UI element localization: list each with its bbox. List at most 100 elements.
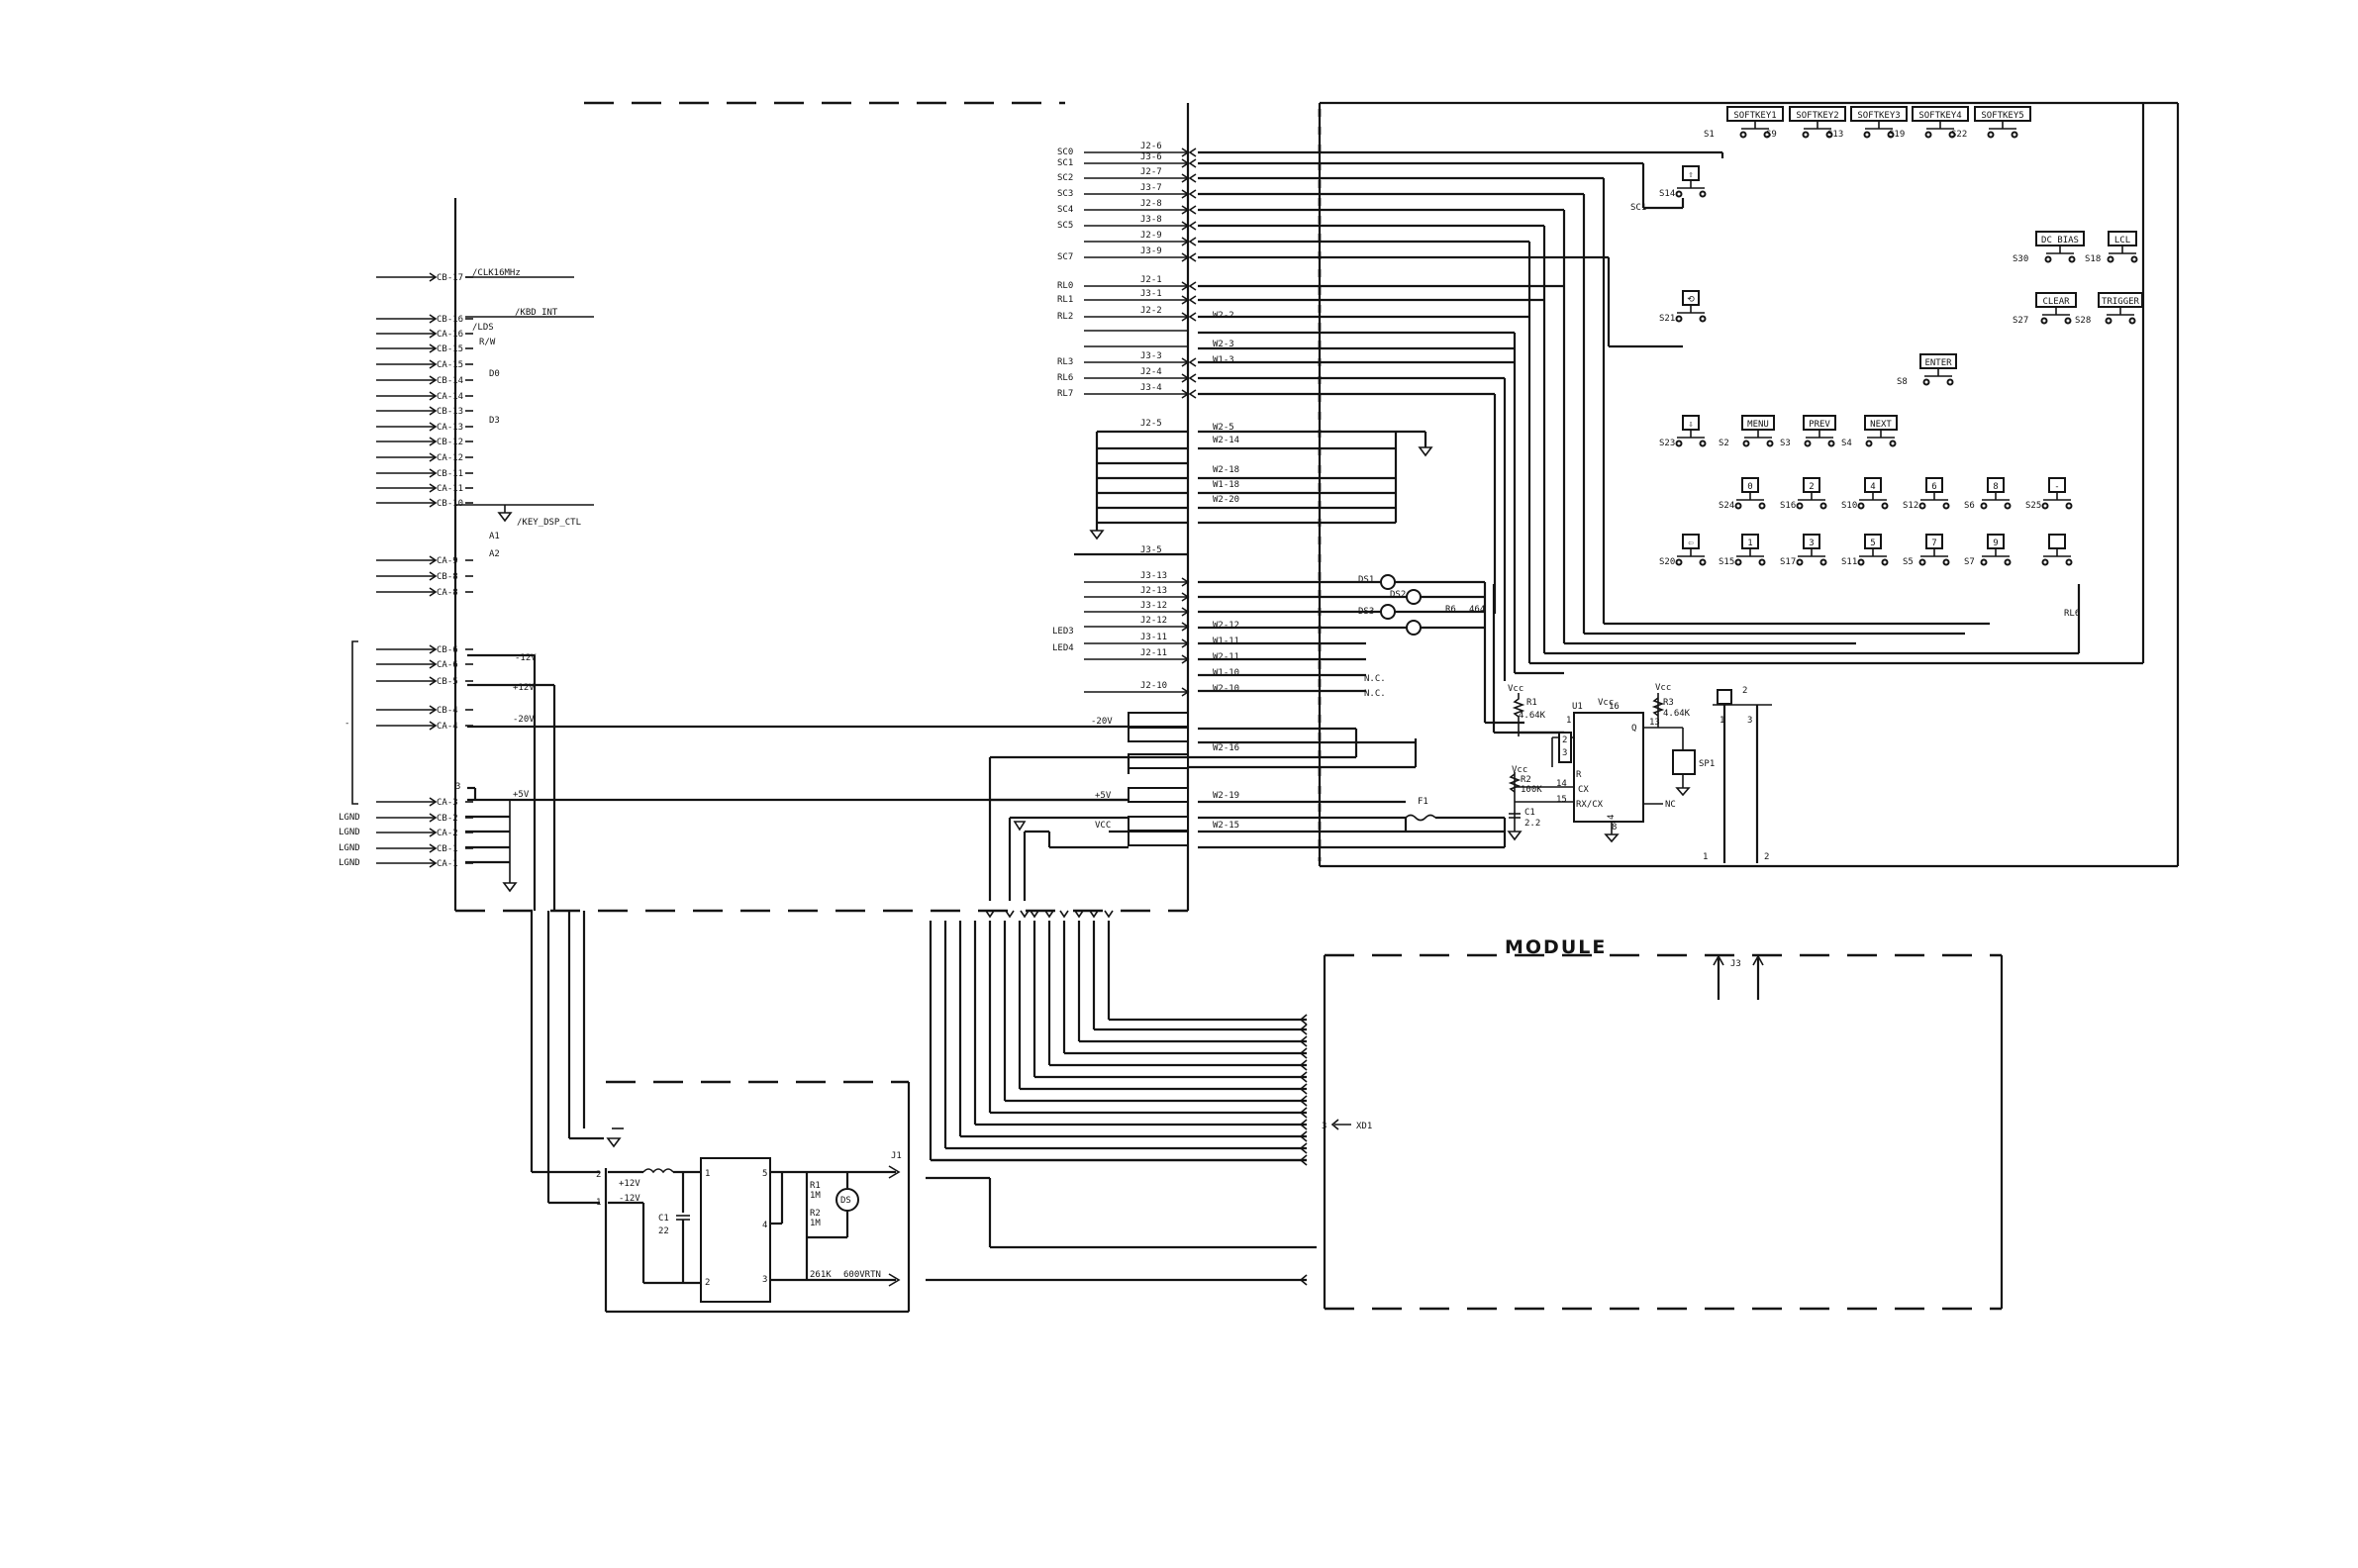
jack-arrow xyxy=(1188,312,1197,322)
r3-label: R3 xyxy=(1663,698,1674,708)
ds-label: DS2 xyxy=(1390,590,1406,600)
ps-r3v: 261K xyxy=(810,1270,832,1280)
pin14: 14 xyxy=(1556,779,1567,789)
vcc-label-2: Vcc xyxy=(1598,698,1614,708)
key-ref: S24 xyxy=(1719,501,1734,511)
key-ref: S23 xyxy=(1659,439,1675,448)
key-switch[interactable]: 7S5 xyxy=(1903,534,1950,567)
w-label: W2-18 xyxy=(1213,465,1239,475)
ps-c1v: 22 xyxy=(658,1226,669,1236)
key-switch[interactable]: ⟲S21 xyxy=(1659,290,1707,324)
left-connector: CB-17CB-16CA-16CB-15CA-15CB-14CA-14CB-13… xyxy=(376,272,574,869)
jack-arrow xyxy=(1181,205,1190,215)
key-label: PREV xyxy=(1809,420,1830,430)
contact xyxy=(1758,502,1766,510)
sc-label: SC2 xyxy=(1057,173,1073,183)
signal-lds: /LDS xyxy=(472,323,494,333)
w-label: W1-10 xyxy=(1213,668,1239,678)
pin15: 15 xyxy=(1556,795,1567,805)
jack-arrow xyxy=(1181,295,1190,305)
power-jack-wires xyxy=(988,727,1507,901)
key-switch[interactable]: 8S6 xyxy=(1964,477,2012,511)
pin-arrow xyxy=(429,644,438,654)
contact xyxy=(1825,131,1833,139)
vcc-label: Vcc xyxy=(1508,684,1523,694)
contact xyxy=(1857,558,1865,566)
jack-label: J3-11 xyxy=(1140,633,1167,642)
timer-section: Vcc R1 4.64K U1 Vcc 16 1 2 3 R 14 CX 15 … xyxy=(1492,584,1772,863)
contact xyxy=(1865,440,1873,447)
ps-rtn: 600VRTN xyxy=(843,1270,881,1280)
contact xyxy=(1699,440,1707,447)
key-ref: S12 xyxy=(1903,501,1918,511)
key-ref: S17 xyxy=(1780,557,1796,567)
signal-m20v: -20V xyxy=(513,715,535,725)
jack-arrow xyxy=(1181,577,1190,587)
contact xyxy=(1980,558,1988,566)
pin1: 1 xyxy=(1566,716,1571,726)
key-ref: S11 xyxy=(1841,557,1857,567)
pin13: 13 xyxy=(1649,718,1660,728)
contact xyxy=(1918,558,1926,566)
key-label: ⇧ xyxy=(1688,170,1693,180)
rl-label: RL1 xyxy=(1057,295,1073,305)
key-ref: S25 xyxy=(2025,501,2041,511)
contact xyxy=(2105,317,2112,325)
module-bus xyxy=(926,910,1317,1286)
jack-label: J2-13 xyxy=(1140,586,1167,596)
key-ref: S13 xyxy=(1827,130,1843,140)
pin-arrow xyxy=(429,468,438,478)
jack-arrow xyxy=(1181,312,1190,322)
bus-arrow xyxy=(1299,1059,1308,1071)
pin-arrow xyxy=(429,843,438,853)
key-ref: S4 xyxy=(1841,439,1852,448)
key-label: 2 xyxy=(1809,482,1814,492)
jack-label: J2-4 xyxy=(1140,367,1162,377)
jack-label: J3-4 xyxy=(1140,383,1162,393)
key-ref: S30 xyxy=(2013,254,2028,264)
key-switch[interactable] xyxy=(2041,534,2073,566)
jack-label: J3-8 xyxy=(1140,215,1162,225)
contact xyxy=(2041,502,2049,510)
keypad-bus-wires xyxy=(1198,103,2145,681)
key-switch[interactable]: -S25 xyxy=(2025,477,2073,511)
jack-arrow xyxy=(1181,221,1190,231)
jack-arrow xyxy=(1188,252,1197,262)
keycap[interactable] xyxy=(2048,534,2066,549)
key-switch[interactable]: ⇦S20 xyxy=(1659,534,1707,567)
key-switch[interactable]: ⇧S14 xyxy=(1659,165,1707,199)
pin-arrow xyxy=(429,813,438,823)
key-ref: S1 xyxy=(1704,130,1715,140)
key-switch[interactable]: 9S7 xyxy=(1964,534,2012,567)
left-frame xyxy=(453,101,1190,913)
bus-arrow xyxy=(1299,1142,1308,1154)
contact xyxy=(2065,558,2073,566)
lgnd-label: LGND xyxy=(339,813,360,823)
keypad: SOFTKEY1S1SOFTKEY2S9SOFTKEY3S13SOFTKEY4S… xyxy=(1659,106,2143,567)
key-switch[interactable]: ⇩S23 xyxy=(1659,415,1707,448)
pin-arrow xyxy=(429,483,438,493)
jack-arrow xyxy=(1188,189,1197,199)
key-label: 8 xyxy=(1993,482,1998,492)
j2-5-bundle xyxy=(1089,430,1433,540)
